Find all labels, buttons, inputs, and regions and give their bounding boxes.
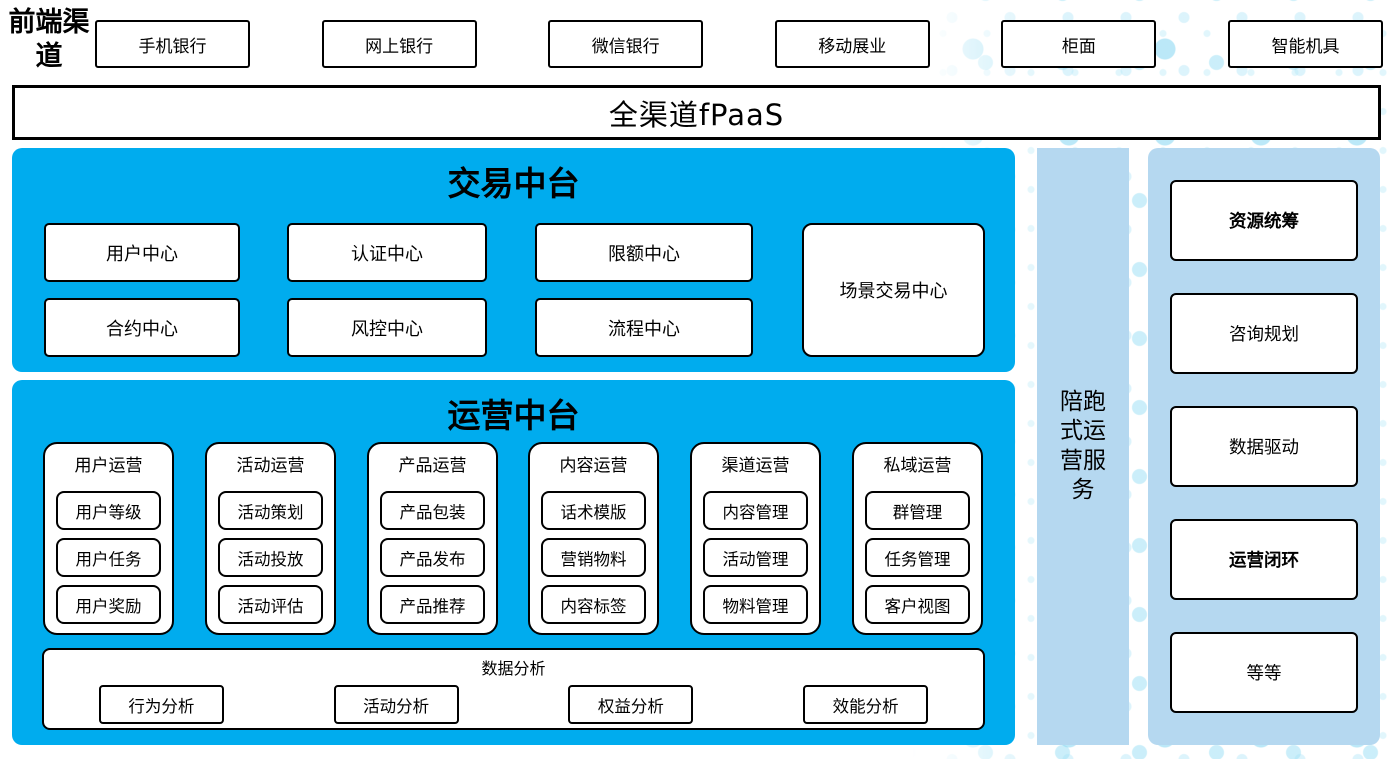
op-column-title: 私域运营 [883, 456, 952, 476]
channel-label: 手机银行 [138, 36, 207, 57]
op-column-title: 活动运营 [236, 456, 305, 476]
fpaas-label: 全渠道fPaaS [608, 97, 785, 132]
op-column-activity: 活动运营 活动策划 活动投放 活动评估 [205, 442, 336, 635]
op-item: 内容管理 [703, 491, 808, 530]
trade-platform-panel: 交易中台 用户中心 认证中心 限额中心 合约中心 风控中心 流程中心 场景交易中… [12, 148, 1015, 372]
center-box-process: 流程中心 [535, 298, 753, 357]
op-item: 群管理 [865, 491, 970, 530]
channel-label: 移动展业 [818, 36, 887, 57]
op-item: 营销物料 [541, 538, 646, 577]
channel-label: 智能机具 [1271, 36, 1340, 57]
op-item: 产品发布 [380, 538, 485, 577]
data-analysis-row: 行为分析 活动分析 权益分析 效能分析 [44, 679, 983, 724]
data-analysis-title: 数据分析 [481, 659, 546, 678]
op-column-title: 产品运营 [398, 456, 467, 476]
op-item: 活动策划 [218, 491, 323, 530]
op-item: 用户奖励 [56, 585, 161, 624]
fpaas-bar: 全渠道fPaaS [12, 85, 1381, 140]
advisory-box-etc: 等等 [1170, 632, 1358, 713]
op-column-private-domain: 私域运营 群管理 任务管理 客户视图 [852, 442, 983, 635]
front-channels-row: 手机银行 网上银行 微信银行 移动展业 柜面 智能机具 [95, 20, 1383, 68]
op-item: 产品推荐 [380, 585, 485, 624]
center-box-risk: 风控中心 [287, 298, 487, 357]
side-service-strip: 陪跑式运营服务 [1037, 148, 1129, 745]
front-channels-label: 前端渠道 [8, 7, 90, 72]
analysis-item: 效能分析 [803, 685, 929, 724]
channel-label: 柜面 [1061, 36, 1096, 57]
analysis-item: 活动分析 [333, 685, 459, 724]
op-column-title: 内容运营 [559, 456, 628, 476]
channel-box-smart-devices: 智能机具 [1227, 20, 1383, 68]
op-item: 活动投放 [218, 538, 323, 577]
op-item: 活动管理 [703, 538, 808, 577]
op-item: 用户任务 [56, 538, 161, 577]
data-analysis-box: 数据分析 行为分析 活动分析 权益分析 效能分析 [42, 648, 985, 730]
center-box-auth: 认证中心 [287, 223, 487, 282]
op-column-content: 内容运营 话术模版 营销物料 内容标签 [528, 442, 659, 635]
operation-platform-panel: 运营中台 用户运营 用户等级 用户任务 用户奖励 活动运营 活动策划 活动投放 … [12, 380, 1015, 745]
op-column-user: 用户运营 用户等级 用户任务 用户奖励 [43, 442, 174, 635]
op-item: 活动评估 [218, 585, 323, 624]
channel-box-mobile-banking: 手机银行 [95, 20, 250, 68]
channel-box-online-banking: 网上银行 [321, 20, 477, 68]
advisory-box-consulting: 咨询规划 [1170, 293, 1358, 374]
channel-label: 微信银行 [591, 36, 660, 57]
op-column-title: 渠道运营 [721, 456, 790, 476]
channel-box-mobile-sales: 移动展业 [774, 20, 930, 68]
advisory-box-resource: 资源统筹 [1170, 180, 1358, 261]
advisory-box-data-driven: 数据驱动 [1170, 406, 1358, 487]
center-box-contract: 合约中心 [44, 298, 240, 357]
center-box-limit: 限额中心 [535, 223, 753, 282]
center-box-scene-trade: 场景交易中心 [802, 223, 985, 357]
op-item: 内容标签 [541, 585, 646, 624]
op-item: 话术模版 [541, 491, 646, 530]
analysis-item: 权益分析 [568, 685, 694, 724]
op-item: 客户视图 [865, 585, 970, 624]
op-item: 物料管理 [703, 585, 808, 624]
op-item: 产品包装 [380, 491, 485, 530]
advisory-panel: 资源统筹 咨询规划 数据驱动 运营闭环 等等 [1148, 148, 1380, 745]
op-column-channel: 渠道运营 内容管理 活动管理 物料管理 [690, 442, 821, 635]
center-box-user: 用户中心 [44, 223, 240, 282]
op-column-title: 用户运营 [74, 456, 143, 476]
op-item: 用户等级 [56, 491, 161, 530]
op-column-product: 产品运营 产品包装 产品发布 产品推荐 [367, 442, 498, 635]
op-item: 任务管理 [865, 538, 970, 577]
channel-box-counter: 柜面 [1001, 20, 1157, 68]
trade-platform-title: 交易中台 [447, 164, 580, 203]
advisory-box-closed-loop: 运营闭环 [1170, 519, 1358, 600]
analysis-item: 行为分析 [98, 685, 224, 724]
channel-label: 网上银行 [365, 36, 434, 57]
channel-box-wechat-banking: 微信银行 [548, 20, 704, 68]
side-service-label: 陪跑式运营服务 [1060, 388, 1106, 503]
operation-platform-title: 运营中台 [447, 396, 580, 435]
